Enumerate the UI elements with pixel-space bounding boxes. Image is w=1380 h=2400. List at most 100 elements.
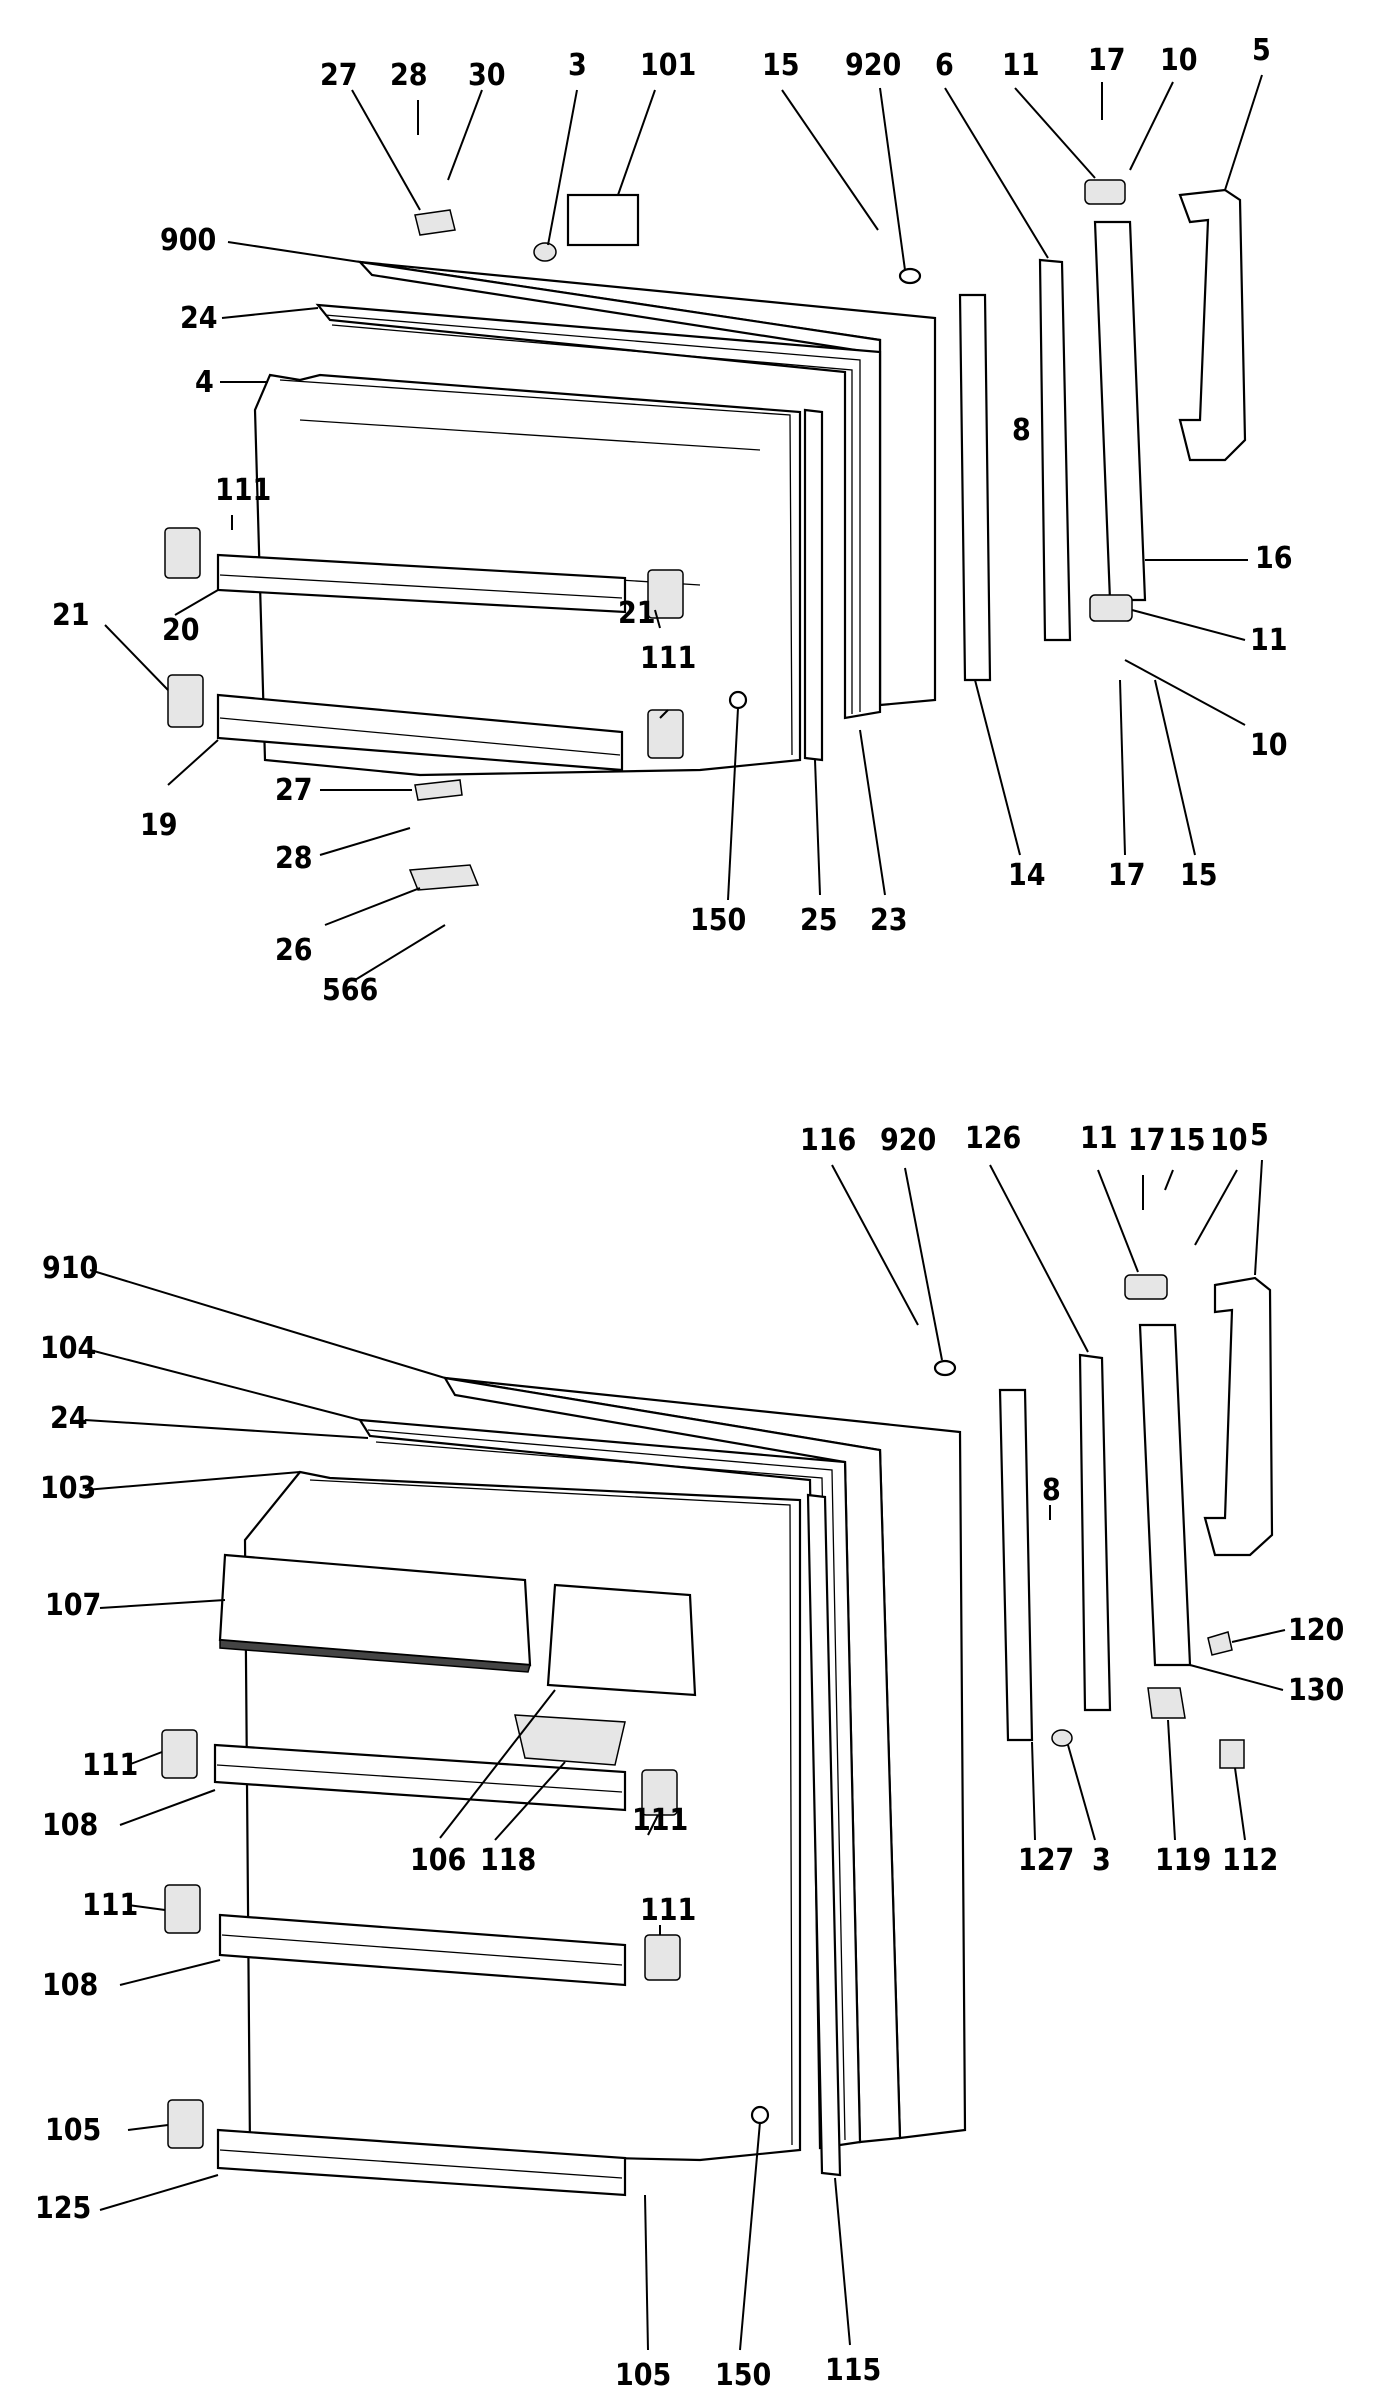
label-3-b: 3 — [1092, 1843, 1111, 1878]
label-119: 119 — [1155, 1843, 1211, 1878]
trim-strip-25 — [803, 408, 824, 762]
plug-3 — [533, 242, 557, 262]
label-126: 126 — [965, 1121, 1021, 1156]
hinge-126 — [1078, 1353, 1112, 1712]
label-108-b: 108 — [42, 1968, 98, 2003]
label-6: 6 — [935, 48, 954, 83]
screw-150-bottom — [750, 2105, 770, 2125]
label-900: 900 — [160, 223, 216, 258]
label-10-b: 10 — [1210, 1123, 1248, 1158]
label-19: 19 — [140, 808, 178, 843]
shelf-bracket-21-right — [647, 709, 684, 759]
label-111: 111 — [215, 473, 271, 508]
door-gasket-frame — [315, 303, 882, 720]
plug-920-bottom — [933, 1359, 957, 1377]
label-27-bottom: 27 — [275, 773, 313, 808]
door-shelf-20 — [216, 553, 627, 614]
shelf-bracket-111-upper-left — [161, 1729, 198, 1779]
clip-112 — [1219, 1739, 1245, 1769]
label-17-lower: 17 — [1108, 858, 1146, 893]
handle-trim-130 — [1138, 1323, 1192, 1667]
label-150-b: 150 — [715, 2358, 771, 2393]
plug-920 — [898, 267, 922, 285]
hinge-bracket-27-bottom — [414, 779, 463, 801]
label-920-b: 920 — [880, 1123, 936, 1158]
label-111-b1: 111 — [82, 1748, 138, 1783]
label-15-b: 15 — [1168, 1123, 1206, 1158]
label-14: 14 — [1008, 858, 1046, 893]
label-26: 26 — [275, 933, 313, 968]
label-5-b: 5 — [1250, 1118, 1269, 1153]
label-15-lower: 15 — [1180, 858, 1218, 893]
bottom-door-assembly — [161, 1274, 1274, 2197]
label-11-b: 11 — [1080, 1121, 1118, 1156]
label-125: 125 — [35, 2191, 91, 2226]
label-17: 17 — [1088, 43, 1126, 78]
top-leader-lines — [104, 74, 1263, 981]
label-150: 150 — [690, 903, 746, 938]
top-door-assembly — [164, 179, 1247, 891]
plug-3-bottom — [1051, 1729, 1073, 1747]
label-111-right: 111 — [640, 641, 696, 676]
door-shelf-125 — [216, 2128, 627, 2197]
label-15: 15 — [762, 48, 800, 83]
pin-120 — [1207, 1631, 1233, 1656]
label-103: 103 — [40, 1471, 96, 1506]
label-21-right: 21 — [618, 596, 656, 631]
label-101: 101 — [640, 48, 696, 83]
handle-end-cap-11-top — [1084, 179, 1126, 205]
label-16: 16 — [1255, 541, 1293, 576]
shelf-bracket-111-right — [647, 569, 684, 619]
screw-150-top — [728, 690, 748, 710]
label-106: 106 — [410, 1843, 466, 1878]
label-111-b3: 111 — [82, 1888, 138, 1923]
hinge-cover-14 — [958, 293, 992, 682]
label-118: 118 — [480, 1843, 536, 1878]
label-8: 8 — [1012, 413, 1031, 448]
label-11: 11 — [1002, 48, 1040, 83]
label-28: 28 — [390, 58, 428, 93]
label-104: 104 — [40, 1331, 96, 1366]
shelf-bracket-21-left — [167, 674, 204, 728]
shelf-bracket-105-left — [167, 2099, 204, 2149]
label-24: 24 — [180, 301, 218, 336]
label-10: 10 — [1160, 43, 1198, 78]
label-920: 920 — [845, 48, 901, 83]
label-27: 27 — [320, 58, 358, 93]
label-105: 105 — [45, 2113, 101, 2148]
bottom-leader-lines — [84, 1159, 1286, 2351]
label-10-lower: 10 — [1250, 728, 1288, 763]
hinge-plate-26 — [408, 864, 480, 891]
label-111-b4: 111 — [640, 1893, 696, 1928]
label-30: 30 — [468, 58, 506, 93]
trim-strip-115 — [806, 1493, 842, 2177]
label-21: 21 — [52, 598, 90, 633]
handle-trim-16 — [1093, 220, 1147, 602]
label-4: 4 — [195, 365, 214, 400]
label-20: 20 — [162, 613, 200, 648]
label-8-b: 8 — [1042, 1473, 1061, 1508]
label-107: 107 — [45, 1588, 101, 1623]
part-number-labels: 27 28 30 3 101 15 920 6 11 17 10 5 900 2… — [35, 33, 1344, 2393]
door-handle-5-bottom — [1203, 1276, 1274, 1557]
label-127: 127 — [1018, 1843, 1074, 1878]
label-17-b: 17 — [1128, 1123, 1166, 1158]
hinge-cover-127 — [998, 1388, 1034, 1742]
label-566: 566 — [322, 973, 378, 1008]
shelf-bracket-111-upper-right — [641, 1769, 678, 1816]
shelf-bracket-111-lower-right — [644, 1934, 681, 1981]
label-130: 130 — [1288, 1673, 1344, 1708]
door-gasket-frame-104 — [357, 1418, 862, 2150]
label-112: 112 — [1222, 1843, 1278, 1878]
label-24-b: 24 — [50, 1401, 88, 1436]
label-28-bottom: 28 — [275, 841, 313, 876]
label-115: 115 — [825, 2353, 881, 2388]
shelf-bracket-111-left — [164, 527, 201, 579]
label-111-b2: 111 — [632, 1803, 688, 1838]
door-shelf-108-lower — [218, 1913, 627, 1987]
label-105-bottom: 105 — [615, 2358, 671, 2393]
label-116: 116 — [800, 1123, 856, 1158]
label-120: 120 — [1288, 1613, 1344, 1648]
label-910: 910 — [42, 1251, 98, 1286]
